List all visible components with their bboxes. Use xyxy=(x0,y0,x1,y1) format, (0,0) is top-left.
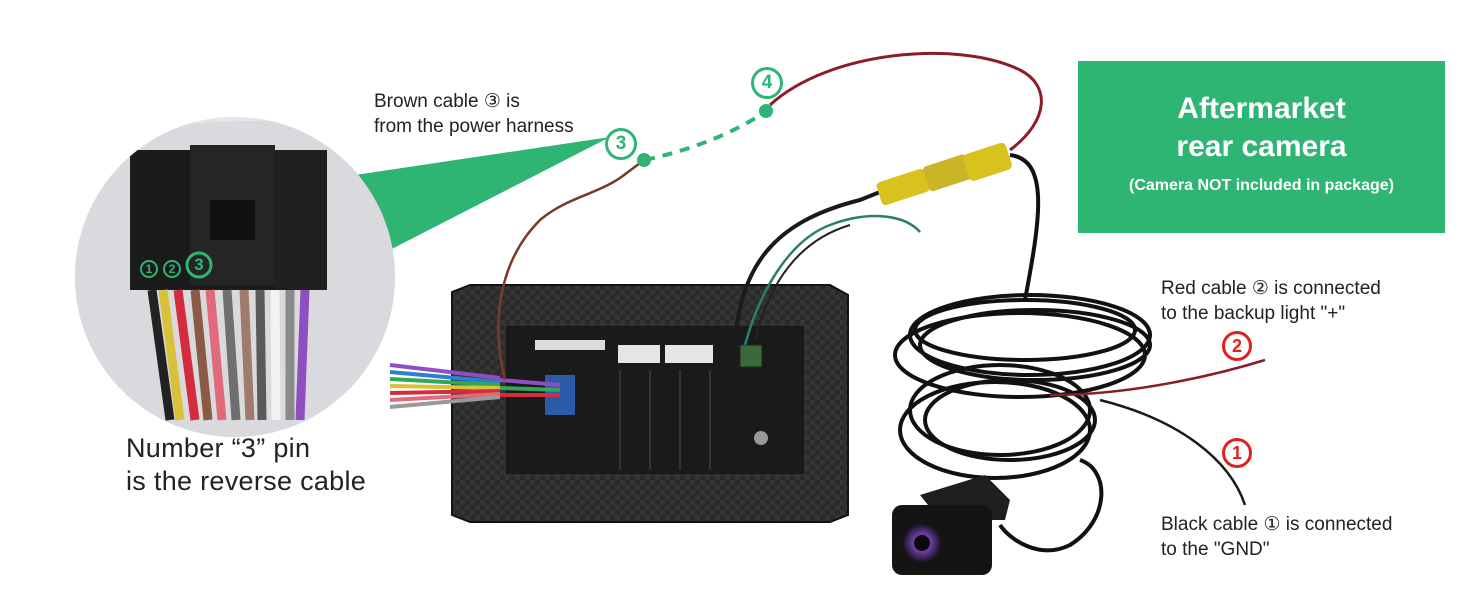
banner-note: (Camera NOT included in package) xyxy=(1129,177,1394,194)
red-cable-callout: Red cable ② is connected to the backup l… xyxy=(1161,276,1381,326)
green-wire xyxy=(743,214,921,346)
pin-callout-line2: is the reverse cable xyxy=(126,466,367,496)
red-trigger-cable xyxy=(768,51,1043,152)
joint-3-dot xyxy=(637,153,651,167)
head-unit-wire-bundle xyxy=(389,363,561,409)
marker-1-badge: 1 xyxy=(1222,438,1252,468)
brown-callout-line2: from the power harness xyxy=(374,116,574,137)
black-wire-end xyxy=(1099,398,1247,506)
rca-video-cable xyxy=(733,190,881,346)
pin-callout: Number “3” pin is the reverse cable xyxy=(126,432,366,498)
pin-2-label: 2 xyxy=(168,262,176,276)
black-callout-line1: Black cable ① is connected xyxy=(1161,514,1393,535)
pin-1-label: 1 xyxy=(145,262,153,276)
brown-callout-line1: Brown cable ③ is xyxy=(374,91,520,112)
red-callout-line1: Red cable ② is connected xyxy=(1161,278,1381,299)
pin-marker-1 xyxy=(140,260,158,278)
camera-cable-coil xyxy=(893,153,1152,553)
rca-connector xyxy=(876,142,1012,206)
pin-marker-2 xyxy=(163,260,181,278)
marker-4-badge: 4 xyxy=(751,67,783,99)
brown-cable-callout: Brown cable ③ is from the power harness xyxy=(374,89,574,139)
black-callout-line2: to the "GND" xyxy=(1161,539,1270,560)
dashed-connection xyxy=(644,110,767,162)
pin-3-label: 3 xyxy=(194,255,204,274)
marker-2-badge: 2 xyxy=(1222,331,1252,361)
marker-3-badge: 3 xyxy=(605,128,637,160)
connector-closeup-photo xyxy=(75,117,395,437)
rear-camera xyxy=(892,475,1010,575)
banner-title-line2: rear camera xyxy=(1176,130,1347,163)
pin-marker-3 xyxy=(185,251,213,279)
head-unit-rear xyxy=(451,284,849,523)
joint-4-dot xyxy=(759,104,773,118)
black-cable-callout: Black cable ① is connected to the "GND" xyxy=(1161,512,1392,562)
red-callout-line2: to the backup light "+" xyxy=(1161,303,1346,324)
banner-title-line1: Aftermarket xyxy=(1177,92,1346,125)
pin-callout-line1: Number “3” pin xyxy=(126,433,311,463)
callout-wedge xyxy=(355,137,610,255)
aftermarket-camera-banner: Aftermarket rear camera (Camera NOT incl… xyxy=(1078,61,1445,233)
brown-cable xyxy=(497,162,641,381)
red-wire-end xyxy=(1049,358,1266,397)
